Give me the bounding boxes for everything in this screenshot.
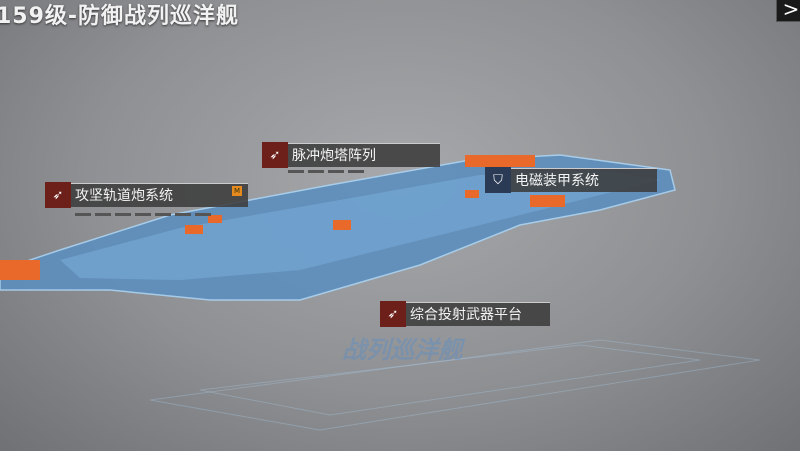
shell-icon: ➶: [262, 142, 288, 168]
label-projection-platform[interactable]: ➶ 综合投射武器平台: [380, 301, 550, 327]
level-dashes: [288, 170, 364, 173]
turret-markers: [0, 155, 565, 280]
shield-icon: ⛉: [485, 167, 511, 193]
level-dashes: [75, 213, 211, 216]
page-title: 159级-防御战列巡洋舰: [0, 4, 240, 29]
close-button[interactable]: >: [776, 0, 800, 22]
shell-icon: ➶: [380, 301, 406, 327]
label-pulse-turret[interactable]: ➶ 脉冲炮塔阵列: [262, 142, 440, 168]
shell-icon: ➶: [45, 182, 71, 208]
watermark: 战列巡洋舰: [340, 336, 469, 364]
m-badge: M: [232, 186, 242, 196]
label-em-armor[interactable]: ⛉ 电磁装甲系统: [485, 167, 657, 193]
holo-platform: [149, 339, 761, 431]
label-railgun[interactable]: ➶ 攻坚轨道炮系统 M: [45, 182, 248, 208]
